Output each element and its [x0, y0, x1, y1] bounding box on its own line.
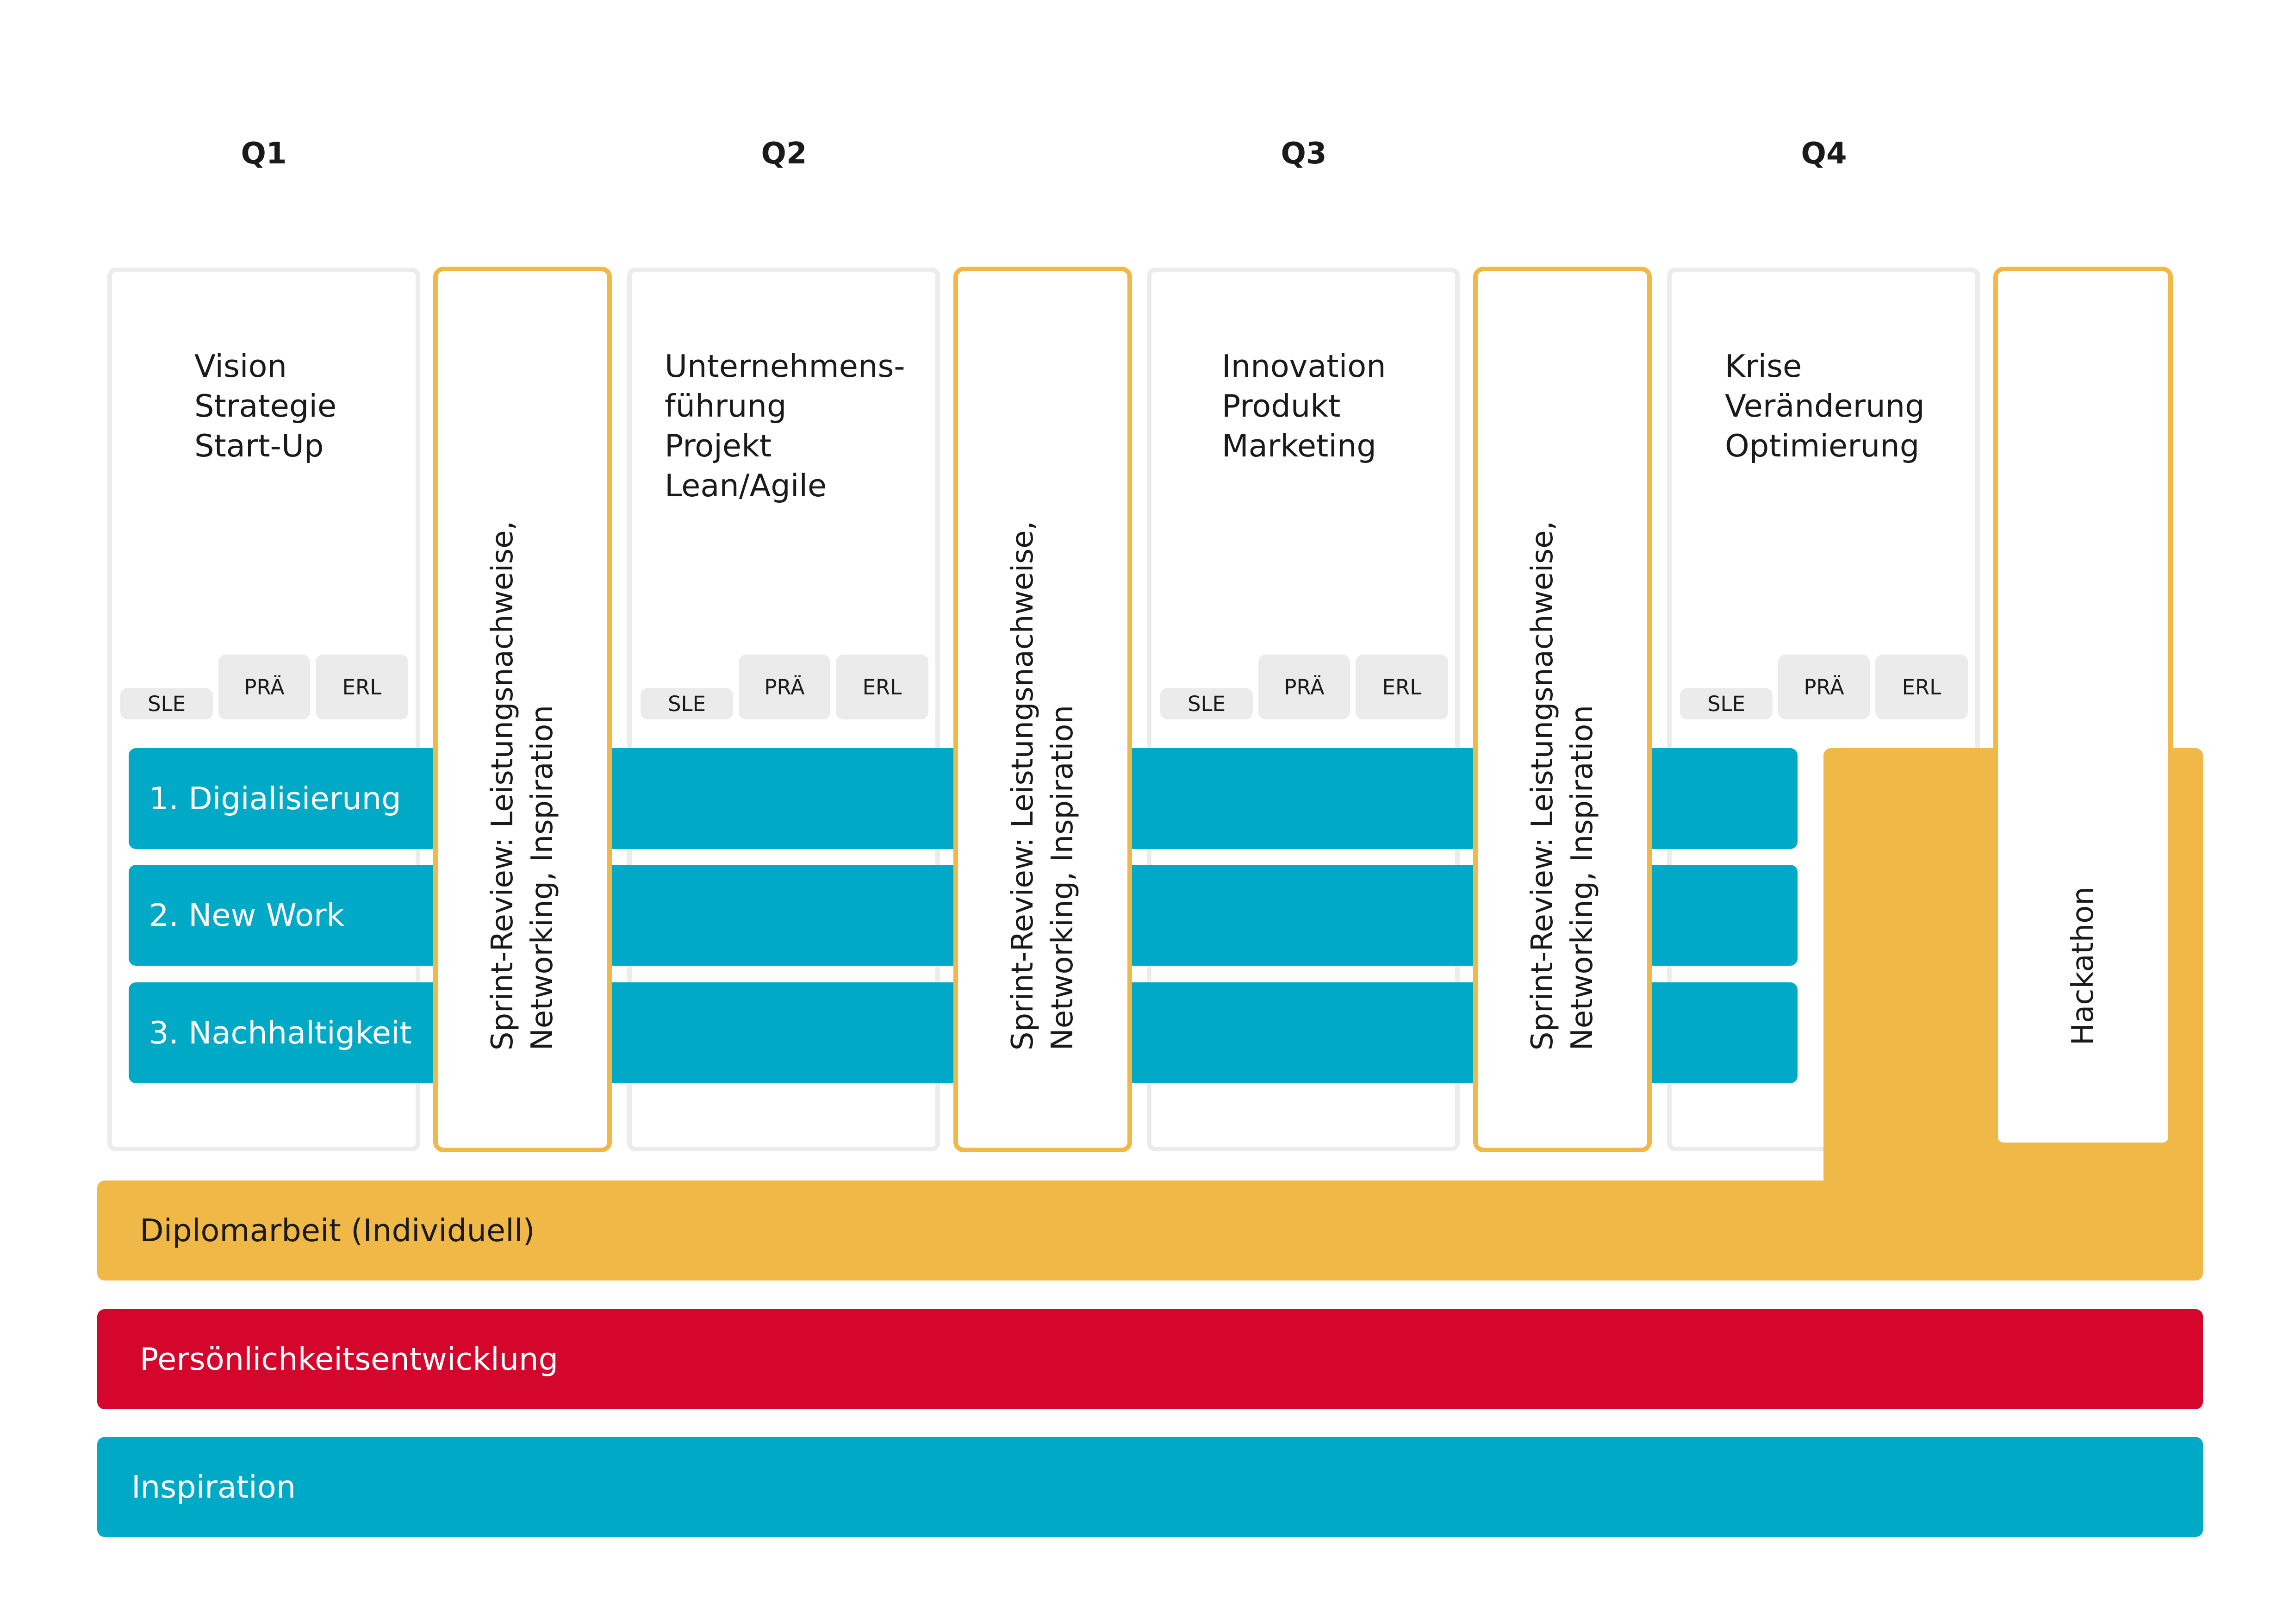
tag-sle-q3: SLE: [1160, 688, 1253, 719]
sprint-review-text: Sprint-Review: Leistungsnachweise,Networ…: [1006, 520, 1080, 1050]
topic-list-q1: Vision Strategie Start-Up: [194, 346, 336, 466]
topic-item: Produkt: [1222, 388, 1341, 424]
tag-pra-q2: PRÄ: [739, 655, 830, 719]
tag-pra-q4: PRÄ: [1778, 655, 1870, 719]
tag-erl-q2: ERL: [836, 655, 928, 719]
topic-item: Optimierung: [1725, 428, 1920, 464]
topic-item: Projekt: [665, 428, 772, 464]
track-label: 2. New Work: [149, 897, 345, 933]
tag-sle-q4: SLE: [1680, 688, 1773, 719]
topic-item: Marketing: [1222, 428, 1376, 464]
band-persoenlichkeitsentwicklung: Persönlichkeitsentwicklung: [97, 1309, 2203, 1409]
tag-pra-q3: PRÄ: [1258, 655, 1350, 719]
track-label: 3. Nachhaltigkeit: [149, 1015, 412, 1051]
tag-erl-q4: ERL: [1875, 655, 1968, 719]
tag-pra-q1: PRÄ: [218, 655, 310, 719]
quarter-label-q4: Q4: [1801, 137, 1847, 171]
topic-item: Strategie: [194, 388, 337, 424]
topic-item: Innovation: [1222, 348, 1386, 384]
band-inspiration-label: Inspiration: [131, 1469, 296, 1505]
band-diplomarbeit-label: Diplomarbeit (Individuell): [140, 1212, 535, 1249]
sprint-review-column-2: Sprint-Review: Leistungsnachweise,Networ…: [953, 267, 1132, 1152]
sprint-review-column-1: Sprint-Review: Leistungsnachweise,Networ…: [433, 267, 612, 1152]
hackathon-column: Hackathon: [1993, 267, 2173, 1147]
track-label: 1. Digialisierung: [149, 781, 401, 817]
sprint-review-text: Sprint-Review: Leistungsnachweise,Networ…: [485, 520, 560, 1050]
topic-list-q3: Innovation Produkt Marketing: [1222, 346, 1386, 466]
topic-list-q4: Krise Veränderung Optimierung: [1725, 346, 1925, 466]
topic-list-q2: Unternehmens- führung Projekt Lean/Agile: [665, 346, 905, 506]
tag-erl-q1: ERL: [316, 655, 408, 719]
topic-item: Vision: [194, 348, 287, 384]
quarter-label-q3: Q3: [1281, 137, 1327, 171]
topic-item: Krise: [1725, 348, 1802, 384]
quarter-label-q2: Q2: [761, 137, 807, 171]
topic-item: Start-Up: [194, 428, 324, 464]
tag-sle-q1: SLE: [120, 688, 213, 719]
tag-erl-q3: ERL: [1356, 655, 1448, 719]
hackathon-text: Hackathon: [2066, 886, 2100, 1045]
topic-item: Lean/Agile: [665, 468, 827, 504]
topic-item: führung: [665, 388, 787, 424]
tag-sle-q2: SLE: [641, 688, 733, 719]
topic-item: Unternehmens-: [665, 348, 905, 384]
topic-item: Veränderung: [1725, 388, 1925, 424]
band-diplomarbeit: Diplomarbeit (Individuell): [97, 1181, 2203, 1280]
band-persoenlichkeit-label: Persönlichkeitsentwicklung: [140, 1341, 559, 1377]
band-inspiration: Inspiration: [97, 1437, 2203, 1537]
sprint-review-text: Sprint-Review: Leistungsnachweise,Networ…: [1525, 520, 1599, 1050]
sprint-review-column-3: Sprint-Review: Leistungsnachweise,Networ…: [1473, 267, 1652, 1152]
quarter-label-q1: Q1: [241, 137, 287, 171]
